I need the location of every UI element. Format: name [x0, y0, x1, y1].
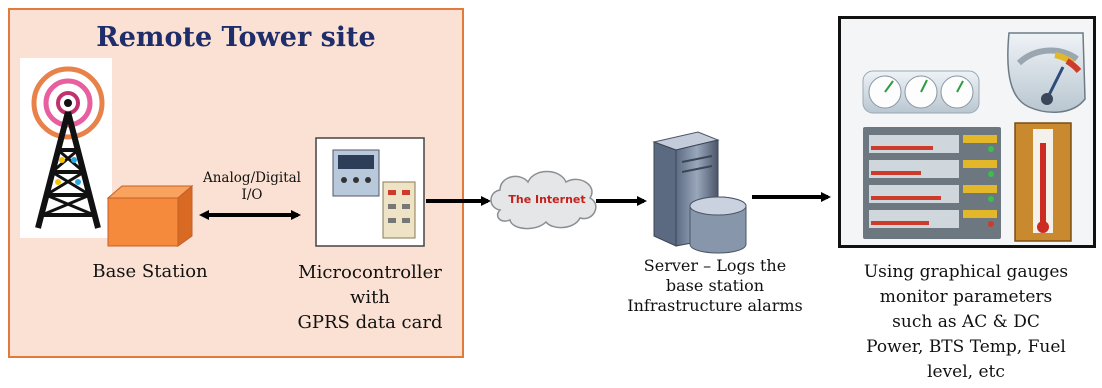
server-label-line-1: Server – Logs the — [643, 256, 787, 275]
site-title: Remote Tower site — [96, 22, 376, 53]
gauges-label: Using graphical gauges monitor parameter… — [832, 260, 1100, 385]
cloud-icon — [490, 170, 597, 230]
server-label: Server – Logs the base station Infrastru… — [600, 256, 830, 316]
gauges-label-line-5: level, etc — [927, 362, 1005, 382]
server-label-line-3: Infrastructure alarms — [627, 296, 803, 315]
io-label-line-2: I/O — [241, 187, 263, 203]
microcontroller-label-line-1: Microcontroller — [298, 262, 442, 283]
io-label: Analog/Digital I/O — [192, 170, 312, 204]
gauges-label-line-2: monitor parameters — [879, 287, 1053, 307]
base-station-box-icon — [106, 184, 194, 247]
gauges-label-line-4: Power, BTS Temp, Fuel — [866, 337, 1066, 357]
internet-label: The Internet — [508, 193, 586, 206]
gauges-monitor-frame — [838, 16, 1096, 248]
server-icon — [652, 131, 747, 254]
base-station-label: Base Station — [92, 261, 208, 282]
microcontroller-label-line-2: with — [350, 287, 390, 308]
io-label-line-1: Analog/Digital — [202, 170, 302, 186]
gauges-label-line-1: Using graphical gauges — [863, 262, 1069, 282]
gauges-label-line-3: such as AC & DC — [892, 312, 1040, 332]
gauges-dashboard-icon — [841, 19, 1093, 245]
microcontroller-label: Microcontroller with GPRS data card — [270, 260, 470, 335]
tower-icon — [20, 58, 112, 238]
microcontroller-label-line-3: GPRS data card — [297, 312, 443, 333]
microcontroller-panel-icon — [315, 137, 425, 247]
server-label-line-2: base station — [665, 276, 765, 295]
